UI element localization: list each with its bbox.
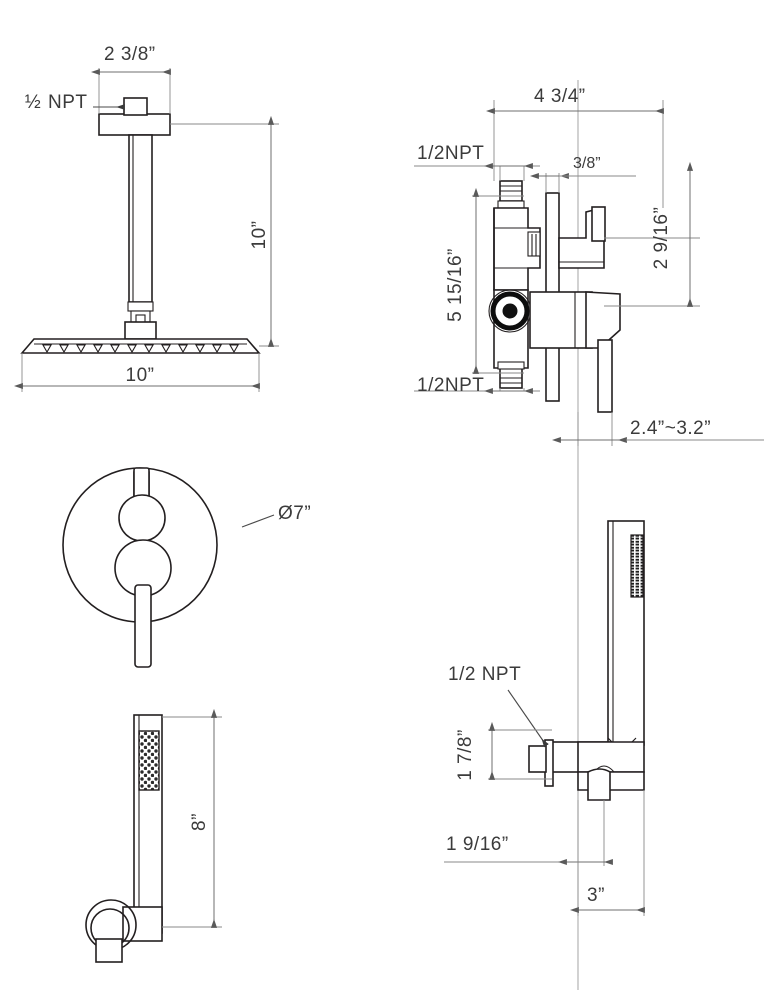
dim-valve-plate-thickness (529, 172, 636, 193)
dim-wall-height-offset (488, 721, 552, 780)
view-wall-outlet (444, 520, 645, 916)
dim-valve-body-height (472, 187, 524, 374)
rain-shower-head (20, 338, 261, 354)
dim-head-width (13, 353, 260, 392)
dim-label-flange-width: 2 3/8” (104, 44, 156, 65)
valve-upper-cartridge (527, 231, 541, 257)
dim-label-valve-rough-in-depth: 2.4”~3.2” (630, 418, 711, 439)
valve-outlet-port (488, 289, 532, 333)
wall-hand-shower-spray-face (630, 534, 644, 598)
dim-label-half-npt-fraction: ½ (25, 92, 41, 113)
dim-label-valve-handle-offset: 2 9/16” (651, 207, 672, 270)
dim-wall-holder-offset (444, 800, 613, 866)
shower-arm-tube (128, 134, 153, 303)
dim-valve-top-inlet (414, 162, 540, 181)
dim-wall-projection (569, 790, 645, 916)
dim-label-valve-bottom-outlet: 1/2NPT (417, 375, 484, 396)
dim-label-valve-top-inlet: 1/2NPT (417, 143, 484, 164)
shower-head-nozzles (42, 344, 239, 354)
trim-plate-controls (114, 467, 172, 668)
dim-hand-shower-length (162, 708, 222, 928)
dim-flange-width (90, 68, 171, 114)
dim-label-wall-projection: 3” (587, 885, 605, 906)
dim-label-arm-drop: 10” (249, 221, 270, 250)
dim-arm-drop (170, 115, 279, 347)
wall-hand-shower (607, 520, 645, 747)
dim-label-head-width: 10” (126, 365, 155, 386)
shower-arm-swivel-connector (124, 301, 157, 340)
view-hand-shower (85, 714, 163, 963)
dim-label-wall-supply-thread: 1/2 NPT (448, 664, 521, 685)
view-ceiling-shower-arm (13, 68, 279, 392)
shower-arm-ceiling-flange (98, 97, 171, 136)
dim-label-wall-height-offset: 1 7/8” (455, 729, 476, 781)
valve-top-inlet (497, 180, 525, 209)
wall-outlet-stub (587, 768, 611, 801)
dim-label-valve-overall-width: 4 3/4” (534, 86, 586, 107)
leader-trim-diameter (241, 514, 275, 528)
dim-label-valve-body-height: 5 15/16” (445, 248, 466, 322)
valve-mixer-handle (585, 291, 621, 413)
hand-shower-swivel (85, 899, 137, 963)
leader-half-npt-wall (507, 689, 549, 748)
dim-valve-handle-offset (604, 161, 700, 307)
dim-label-valve-plate-thickness: 3/8” (573, 155, 601, 172)
dim-valve-bottom-outlet (414, 387, 540, 395)
valve-diverter-knob (558, 206, 606, 269)
dim-label-half-npt-text: NPT (48, 92, 88, 113)
dim-label-hand-shower-length: 8” (189, 813, 210, 831)
hand-shower-base (122, 906, 163, 942)
view-valve-body (414, 100, 764, 446)
dim-label-trim-diameter: Ø7” (278, 503, 311, 524)
valve-handle-hub (529, 291, 593, 349)
hand-shower-spray-face (138, 730, 160, 791)
dim-label-wall-holder-offset: 1 9/16” (446, 834, 509, 855)
dim-valve-rough-in-depth (551, 412, 764, 446)
